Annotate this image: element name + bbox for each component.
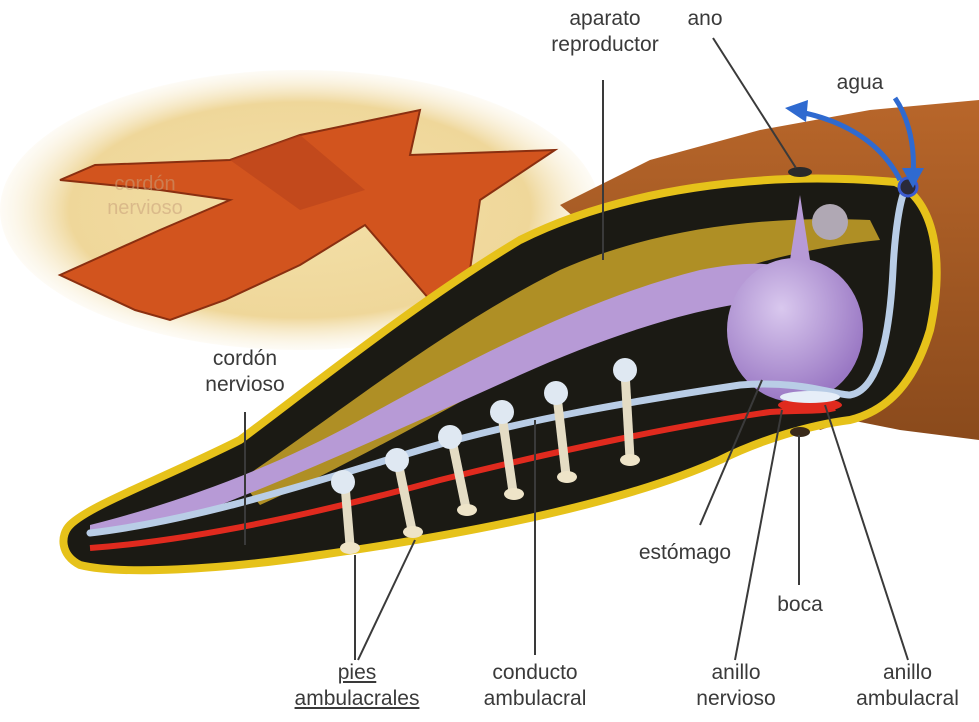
label-line: cordón xyxy=(90,172,200,196)
stomach-shape xyxy=(727,258,863,402)
label-conducto-ambulacral: conducto ambulacral xyxy=(460,660,610,712)
label-line: ambulacrales xyxy=(272,686,442,712)
label-pies-ambulacrales: pies ambulacrales xyxy=(272,660,442,712)
label-line: ambulacral xyxy=(836,686,979,712)
label-line: cordón xyxy=(190,346,300,372)
label-anillo-nervioso: anillo nervioso xyxy=(676,660,796,712)
label-line: estómago xyxy=(620,540,750,566)
label-boca: boca xyxy=(765,592,835,618)
label-line: ano xyxy=(680,6,730,32)
label-line: nervioso xyxy=(90,196,200,220)
ambulacral-ring xyxy=(780,391,840,403)
label-line: boca xyxy=(765,592,835,618)
gonad-sac xyxy=(812,204,848,240)
label-ano: ano xyxy=(680,6,730,32)
label-cordon-nervioso: cordón nervioso xyxy=(190,346,300,398)
label-cordon-nervioso-faint: cordón nervioso xyxy=(90,172,200,220)
label-line: nervioso xyxy=(676,686,796,712)
leader-pies-2 xyxy=(358,540,415,660)
label-line: conducto xyxy=(460,660,610,686)
label-anillo-ambulacral: anillo ambulacral xyxy=(836,660,979,712)
label-line: aparato xyxy=(530,6,680,32)
leader-anillo-ambulacral xyxy=(825,405,908,660)
label-estomago: estómago xyxy=(620,540,750,566)
label-line: reproductor xyxy=(530,32,680,58)
label-line: nervioso xyxy=(190,372,300,398)
label-line: pies xyxy=(272,660,442,686)
label-line: agua xyxy=(820,70,900,96)
anus xyxy=(788,167,812,177)
label-line: anillo xyxy=(676,660,796,686)
label-aparato-reproductor: aparato reproductor xyxy=(530,6,680,58)
label-agua: agua xyxy=(820,70,900,96)
label-line: ambulacral xyxy=(460,686,610,712)
label-line: anillo xyxy=(836,660,979,686)
